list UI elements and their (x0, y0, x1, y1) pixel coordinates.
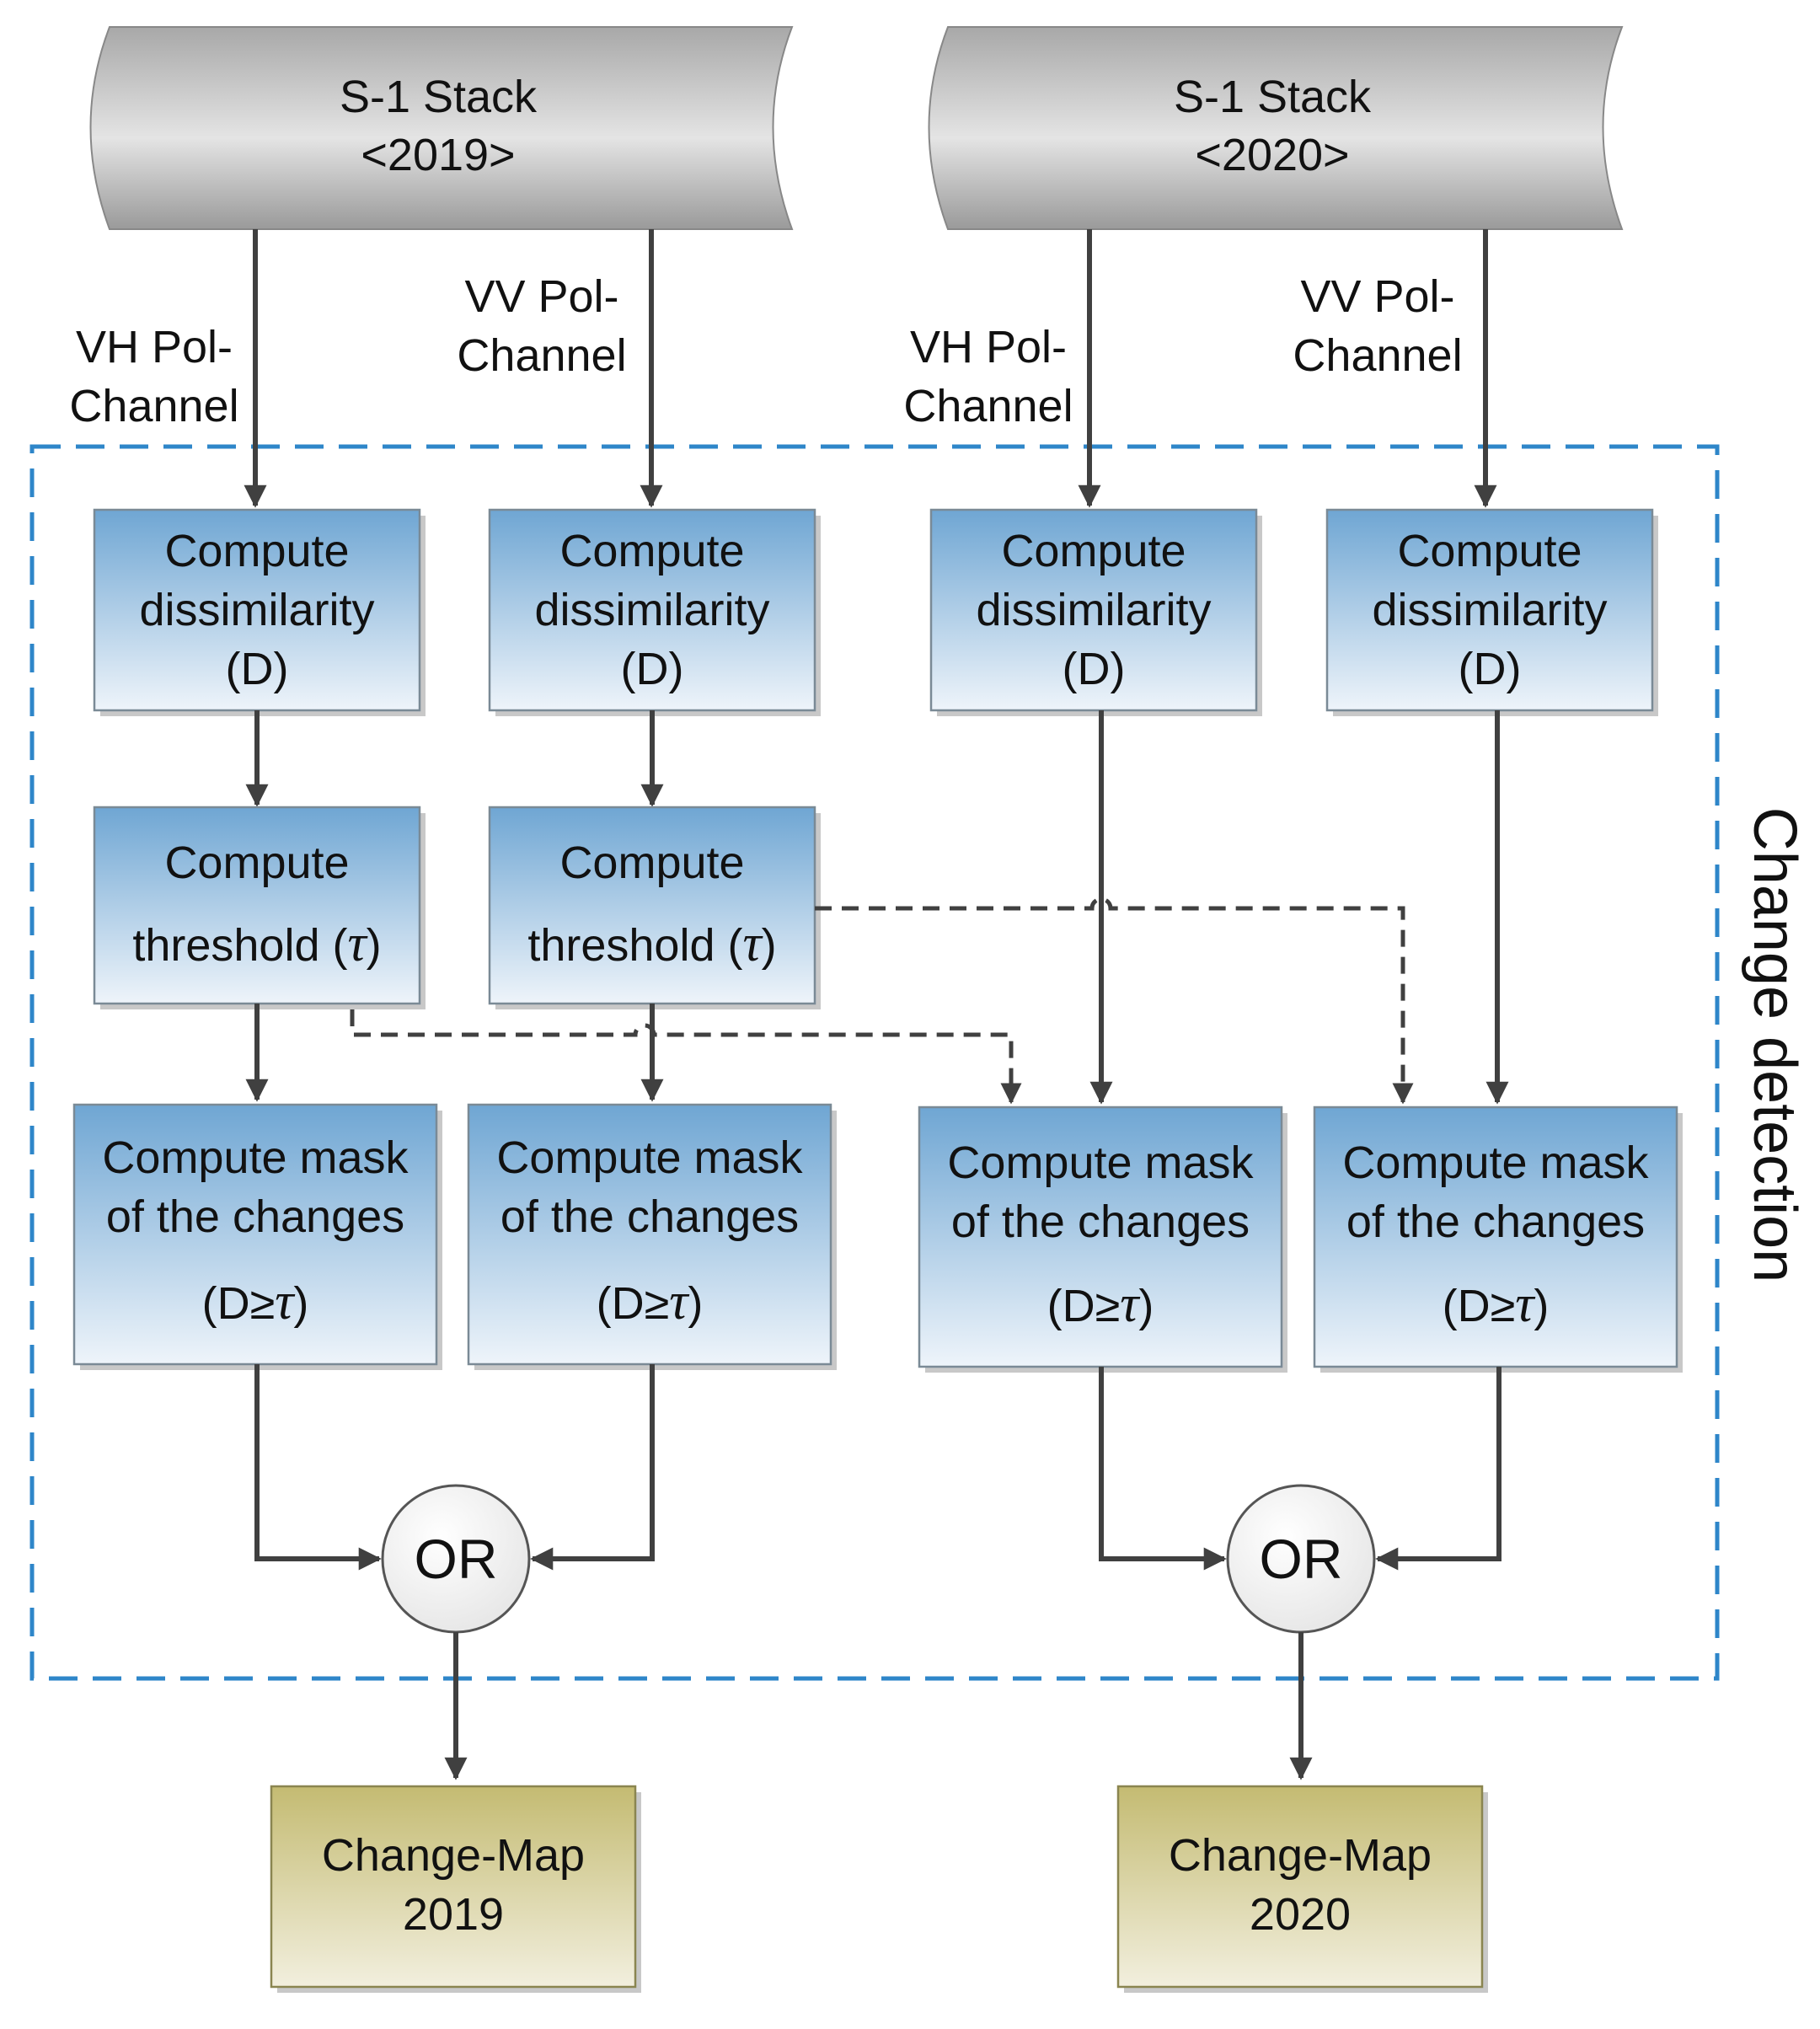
svg-text:Compute: Compute (1001, 526, 1186, 576)
svg-text:of the changes: of the changes (500, 1191, 799, 1242)
svg-text:dissimilarity: dissimilarity (139, 585, 374, 635)
svg-text:(D≥τ): (D≥τ) (1443, 1276, 1550, 1333)
svg-text:OR: OR (1260, 1528, 1343, 1590)
svg-text:Compute: Compute (164, 838, 349, 888)
change-detection-label: Change detection (1741, 807, 1808, 1282)
mask-box-vh-2020: Compute mask of the changes (D≥τ) (918, 1106, 1287, 1373)
svg-text:Compute mask: Compute mask (947, 1138, 1254, 1188)
stack-2020-year: <2020> (1195, 130, 1349, 180)
change-map-2019-box: Change-Map 2019 (270, 1785, 641, 1993)
arrow-mask-vv-2020-to-or (1375, 1367, 1502, 1571)
threshold-box-vv-2019: Compute threshold (τ) (488, 806, 821, 1009)
channel-label-vh-2020-line2: Channel (903, 381, 1073, 431)
channel-label-vv-2019-line2: Channel (457, 330, 626, 381)
dissimilarity-box-vv-2019: Compute dissimilarity (D) (488, 508, 821, 716)
svg-text:Compute: Compute (1397, 526, 1582, 576)
svg-text:2020: 2020 (1250, 1889, 1351, 1940)
svg-text:(D): (D) (1459, 644, 1522, 694)
svg-text:OR: OR (415, 1528, 498, 1590)
svg-text:(D): (D) (1063, 644, 1126, 694)
svg-text:of the changes: of the changes (106, 1191, 404, 1242)
svg-text:Change-Map: Change-Map (1169, 1830, 1432, 1881)
stack-2020-title: S-1 Stack (1174, 72, 1372, 122)
channel-label-vh-2019-line2: Channel (69, 381, 238, 431)
svg-text:of the changes: of the changes (1346, 1197, 1645, 1247)
arrow-mask-vh-2020-to-or (1099, 1367, 1227, 1571)
svg-text:Compute mask: Compute mask (496, 1132, 803, 1183)
svg-text:Compute: Compute (559, 838, 744, 888)
dashed-threshold-vh-to-2020 (350, 1009, 1022, 1105)
stack-2019-title: S-1 Stack (340, 72, 538, 122)
svg-text:of the changes: of the changes (951, 1197, 1250, 1247)
svg-text:2019: 2019 (403, 1889, 504, 1940)
threshold-box-vh-2019: Compute threshold (τ) (93, 806, 426, 1009)
change-map-2020-box: Change-Map 2020 (1116, 1785, 1488, 1993)
mask-box-vv-2020: Compute mask of the changes (D≥τ) (1313, 1106, 1683, 1373)
channel-label-vv-2019-line1: VV Pol- (464, 271, 618, 322)
arrow-mask-vv-2019-to-or (530, 1364, 655, 1571)
svg-text:(D): (D) (621, 644, 684, 694)
dissimilarity-box-vv-2020: Compute dissimilarity (D) (1325, 508, 1658, 716)
mask-box-vh-2019: Compute mask of the changes (D≥τ) (72, 1103, 442, 1370)
svg-text:Compute: Compute (164, 526, 349, 576)
channel-label-vv-2020-line2: Channel (1293, 330, 1462, 381)
dissimilarity-box-vh-2020: Compute dissimilarity (D) (929, 508, 1262, 716)
svg-text:(D≥τ): (D≥τ) (1047, 1276, 1154, 1333)
svg-text:(D≥τ): (D≥τ) (202, 1273, 309, 1330)
channel-label-vh-2020-line1: VH Pol- (910, 322, 1067, 372)
stack-2020: S-1 Stack <2020> (928, 26, 1624, 230)
svg-text:Compute: Compute (559, 526, 744, 576)
mask-box-vv-2019: Compute mask of the changes (D≥τ) (467, 1103, 837, 1370)
svg-text:dissimilarity: dissimilarity (1372, 585, 1607, 635)
stack-2019: S-1 Stack <2019> (89, 26, 794, 230)
svg-text:(D): (D) (226, 644, 289, 694)
channel-label-vv-2020-line1: VV Pol- (1300, 271, 1454, 322)
channel-label-vh-2019-line1: VH Pol- (76, 322, 233, 372)
svg-text:Change-Map: Change-Map (322, 1830, 585, 1881)
svg-text:Compute mask: Compute mask (102, 1132, 409, 1183)
or-node-2019: OR (381, 1484, 531, 1634)
dashed-threshold-vv-to-2020 (815, 897, 1414, 1105)
svg-text:(D≥τ): (D≥τ) (597, 1273, 704, 1330)
svg-text:threshold (τ): threshold (τ) (527, 915, 776, 972)
svg-text:threshold (τ): threshold (τ) (132, 915, 381, 972)
stack-2019-year: <2019> (361, 130, 515, 180)
arrow-mask-vh-2019-to-or (254, 1364, 382, 1571)
svg-text:dissimilarity: dissimilarity (976, 585, 1211, 635)
svg-text:dissimilarity: dissimilarity (534, 585, 769, 635)
or-node-2020: OR (1226, 1484, 1376, 1634)
svg-text:Compute mask: Compute mask (1342, 1138, 1649, 1188)
change-detection-group-border (29, 444, 1720, 1681)
dissimilarity-box-vh-2019: Compute dissimilarity (D) (93, 508, 426, 716)
